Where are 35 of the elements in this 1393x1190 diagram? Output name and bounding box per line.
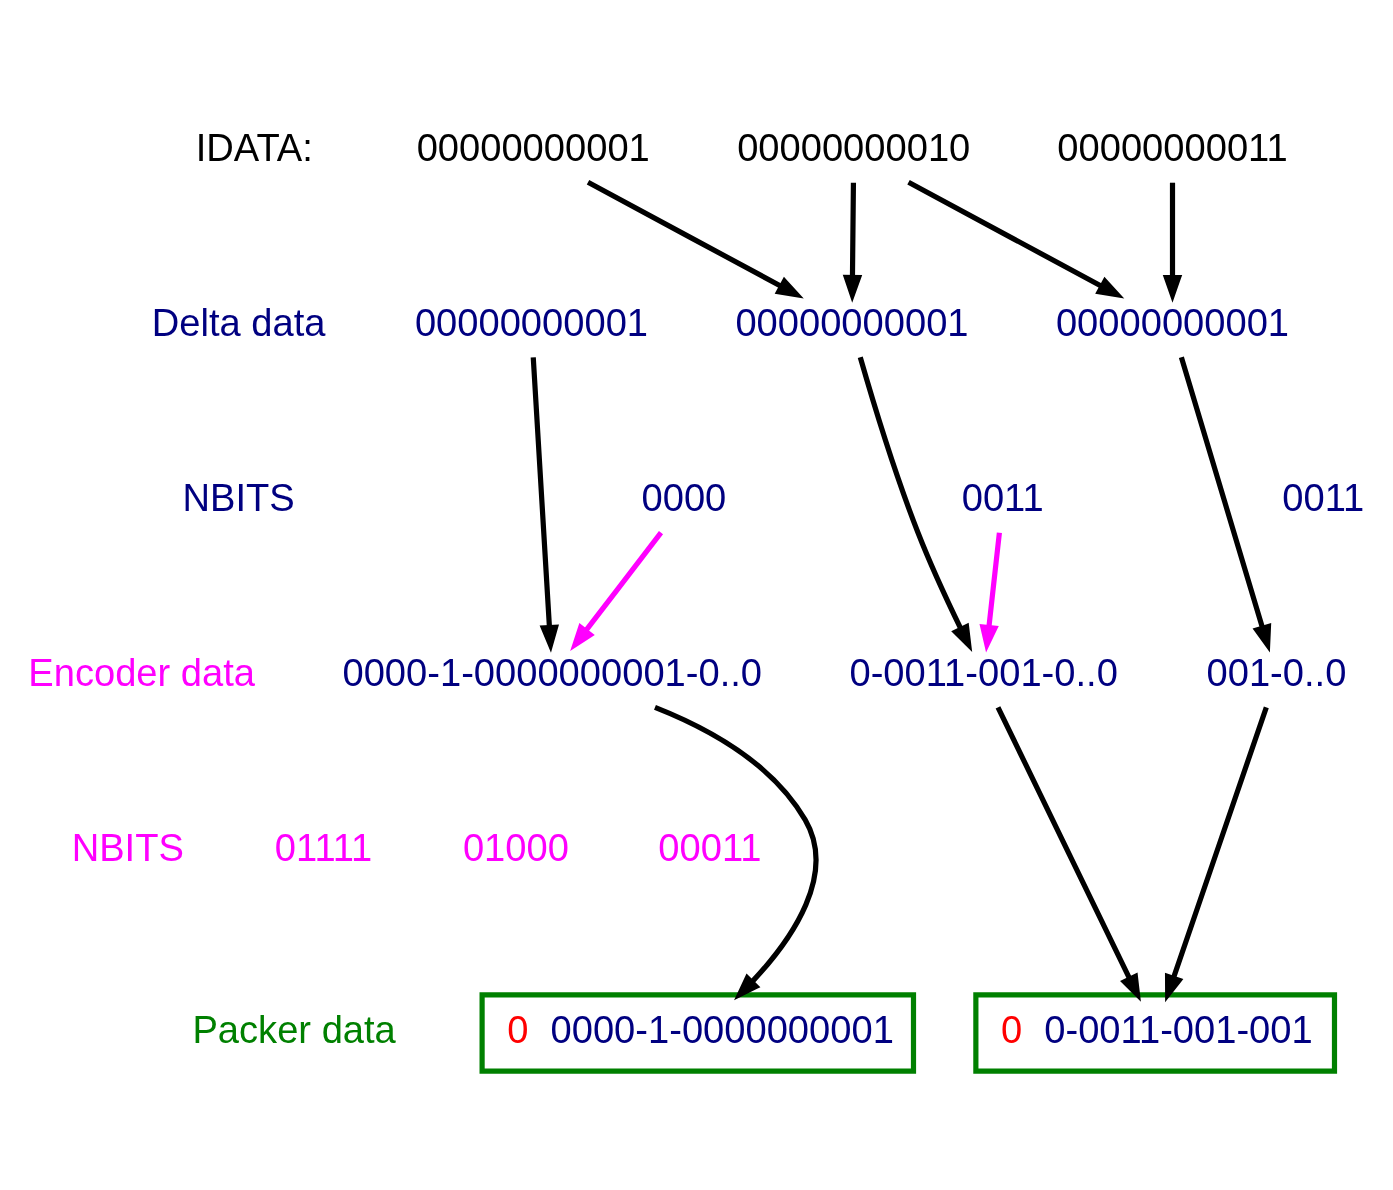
node-text: 00000000001	[416, 126, 650, 169]
label: 01000	[462, 826, 569, 869]
label: 00011	[658, 826, 762, 869]
arrow	[857, 356, 973, 652]
arrow	[654, 704, 819, 1000]
node-text: 00000000001	[735, 301, 969, 344]
label: NBITS	[71, 826, 184, 869]
node-text: 00000000001	[414, 301, 649, 344]
arrow	[530, 356, 559, 653]
label: Packer data	[192, 1008, 396, 1051]
label: NBITS	[182, 476, 295, 519]
arrow	[907, 179, 1125, 298]
node-text: 00000000010	[737, 126, 971, 169]
arrow	[1178, 356, 1272, 652]
arrow	[1162, 182, 1183, 303]
node-text: 00000000011	[1057, 126, 1288, 169]
node-text: 001-0..0	[1206, 651, 1347, 694]
node-text: 00000000001	[1055, 301, 1290, 344]
arrow	[842, 182, 863, 303]
arrow	[1164, 705, 1269, 1002]
label: IDATA:	[195, 126, 313, 169]
node-box: 0 0-0011-001-001	[973, 991, 1338, 1074]
node-text: 0000-1-0000000001-0..0	[342, 651, 763, 694]
arrow	[979, 531, 1002, 653]
node-text: 0011	[1282, 476, 1365, 519]
label: Delta data	[151, 301, 326, 344]
arrow	[995, 705, 1141, 1002]
node-text: 0-0011-001-0..0	[849, 651, 1118, 694]
arrow	[586, 179, 804, 298]
node-text: 0000	[641, 476, 727, 519]
label: Encoder data	[28, 651, 256, 694]
arrow	[570, 530, 664, 651]
label: 01111	[274, 826, 373, 869]
node-box: 0 0000-1-0000000001	[479, 991, 917, 1074]
node-text: 0011	[961, 476, 1044, 519]
